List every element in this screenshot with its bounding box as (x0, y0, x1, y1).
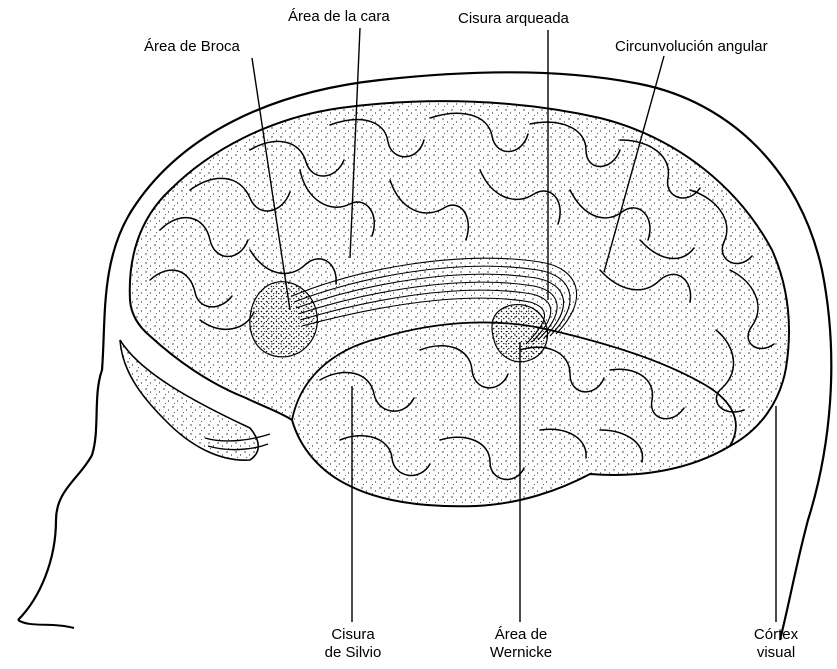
label-wernicke-line2: Wernicke (476, 644, 566, 662)
label-wernicke-area: Área de Wernicke (476, 626, 566, 662)
label-visual-cortex: Córtex visual (736, 626, 816, 662)
broca-shading (250, 282, 318, 357)
label-face-area: Área de la cara (288, 8, 390, 26)
label-angular-gyrus: Circunvolución angular (615, 38, 768, 56)
label-wernicke-line1: Área de (476, 626, 566, 644)
label-sylvian-line1: Cisura (308, 626, 398, 644)
label-arcuate-fissure: Cisura arqueada (458, 10, 569, 28)
label-sylvian-line2: de Silvio (308, 644, 398, 662)
label-visual-line1: Córtex (736, 626, 816, 644)
label-sylvian-fissure: Cisura de Silvio (308, 626, 398, 662)
chin-outline (18, 620, 74, 628)
label-broca-area: Área de Broca (144, 38, 240, 56)
label-visual-line2: visual (736, 644, 816, 662)
